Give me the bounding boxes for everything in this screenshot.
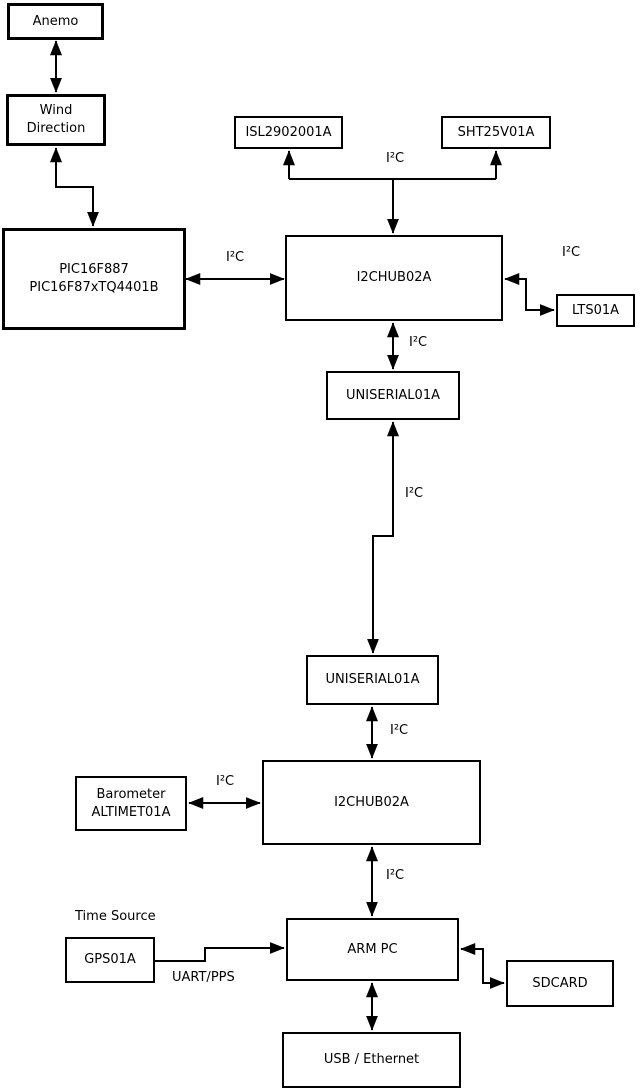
node-sdcard: SDCARD xyxy=(506,960,614,1007)
edge-i2chub-top-lts xyxy=(504,273,555,316)
label-time-source: Time Source xyxy=(75,909,156,924)
label-uart-pps: UART/PPS xyxy=(172,970,235,985)
label-i2c-pic-hub: I²C xyxy=(226,250,245,265)
edge-uniserial-link xyxy=(367,421,399,654)
node-uniserial01a-bottom: UNISERIAL01A xyxy=(306,655,439,705)
node-isl2902001a: ISL2902001A xyxy=(234,116,343,149)
node-anemo: Anemo xyxy=(7,3,104,40)
label-i2c-uniserial-link: I²C xyxy=(405,486,424,501)
node-wind-direction: Wind Direction xyxy=(6,94,106,146)
label-i2c-lts: I²C xyxy=(562,245,581,260)
edge-armpc-sdcard xyxy=(460,943,505,989)
label-i2c-barometer-hub2: I²C xyxy=(216,774,235,789)
edge-winddirection-pic xyxy=(50,147,99,227)
node-barometer-altimet01a: Barometer ALTIMET01A xyxy=(75,776,187,831)
label-i2c-uniserial-hub2: I²C xyxy=(390,723,409,738)
edge-gps-armpc xyxy=(155,942,285,962)
node-usb-ethernet: USB / Ethernet xyxy=(282,1032,461,1088)
node-gps01a: GPS01A xyxy=(65,937,155,983)
node-pic16f887: PIC16F887 PIC16F87xTQ4401B xyxy=(2,228,186,330)
node-i2chub02a-bottom: I2CHUB02A xyxy=(262,760,481,845)
label-i2c-sensor-branch: I²C xyxy=(386,151,405,166)
node-arm-pc: ARM PC xyxy=(286,918,459,981)
node-uniserial01a-top: UNISERIAL01A xyxy=(326,371,460,420)
node-sht25v01a: SHT25V01A xyxy=(441,116,551,149)
edge-sensor-branch xyxy=(283,150,502,234)
label-i2c-hub2-armpc: I²C xyxy=(386,868,405,883)
node-i2chub02a-top: I2CHUB02A xyxy=(285,235,503,321)
node-lts01a: LTS01A xyxy=(556,294,635,327)
label-i2c-hub-uniserial: I²C xyxy=(409,335,428,350)
